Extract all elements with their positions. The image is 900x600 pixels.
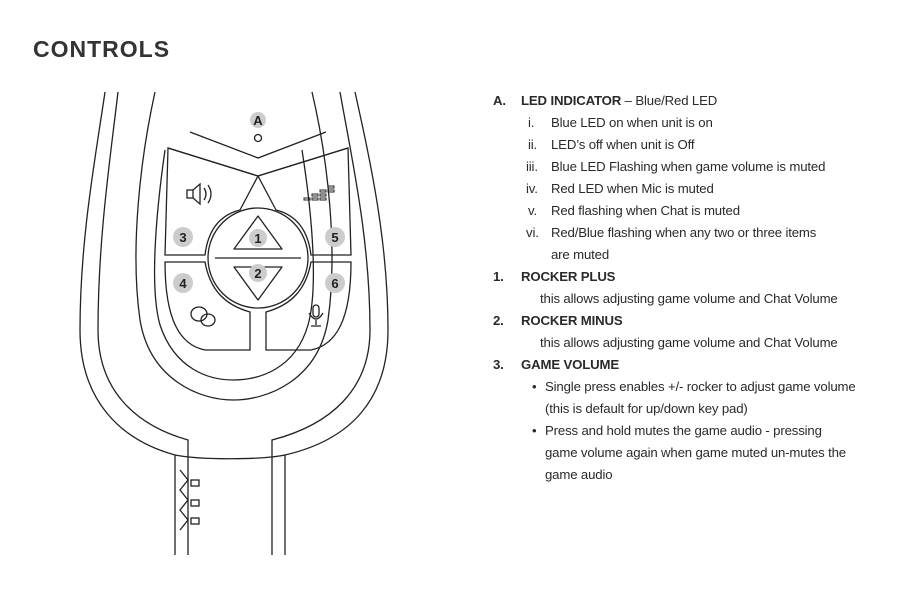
sub-marker: vi.: [526, 225, 539, 240]
sub-marker: ii.: [528, 137, 538, 152]
label-2: 2: [254, 266, 261, 281]
volume-bars-icon: [303, 185, 335, 201]
label-5: 5: [331, 230, 338, 245]
bullet-item: •Press and hold mutes the game audio - p…: [532, 423, 822, 438]
item-3-label: GAME VOLUME: [521, 357, 619, 372]
microphone-icon: [308, 304, 324, 327]
sub-item: Blue LED on when unit is on: [551, 115, 713, 130]
item-3-marker: 3.: [493, 357, 504, 372]
label-6: 6: [331, 276, 338, 291]
item-a-heading: LED INDICATOR – Blue/Red LED: [521, 92, 717, 110]
page-title: CONTROLS: [33, 36, 171, 62]
sub-marker: v.: [528, 203, 537, 218]
sub-item-cont: are muted: [551, 247, 610, 262]
bullet-item-cont: (this is default for up/down key pad): [545, 401, 748, 416]
sub-marker: iv.: [526, 181, 538, 196]
controller-diagram: A 1 2 3 4 5 6: [79, 91, 389, 555]
sub-marker: iii.: [526, 159, 538, 174]
label-a: A: [253, 113, 263, 128]
item-2-marker: 2.: [493, 313, 504, 328]
sub-marker: i.: [528, 115, 535, 130]
item-1-label: ROCKER PLUS: [521, 269, 616, 284]
item-1-desc: this allows adjusting game volume and Ch…: [540, 291, 838, 306]
sub-item: Red LED when Mic is muted: [551, 181, 714, 196]
speaker-icon: [186, 182, 212, 206]
item-a-label: LED INDICATOR: [521, 93, 622, 108]
item-2-desc: this allows adjusting game volume and Ch…: [540, 335, 838, 350]
bullet-item: •Single press enables +/- rocker to adju…: [532, 379, 856, 394]
bullet-item-cont: game audio: [545, 467, 613, 482]
sub-item: Red flashing when Chat is muted: [551, 203, 740, 218]
item-2-label: ROCKER MINUS: [521, 313, 623, 328]
sub-item: Blue LED Flashing when game volume is mu…: [551, 159, 826, 174]
sub-item: Red/Blue flashing when any two or three …: [551, 225, 817, 240]
bullet-item-cont: game volume again when game muted un-mut…: [545, 445, 846, 460]
item-1-marker: 1.: [493, 269, 504, 284]
item-a-marker: A.: [493, 93, 506, 108]
label-3: 3: [179, 230, 186, 245]
chat-bubbles-icon: [190, 306, 216, 327]
sub-item: LED’s off when unit is Off: [551, 137, 695, 152]
label-4: 4: [179, 276, 187, 291]
item-a-desc: – Blue/Red LED: [621, 93, 718, 108]
label-1: 1: [254, 231, 261, 246]
